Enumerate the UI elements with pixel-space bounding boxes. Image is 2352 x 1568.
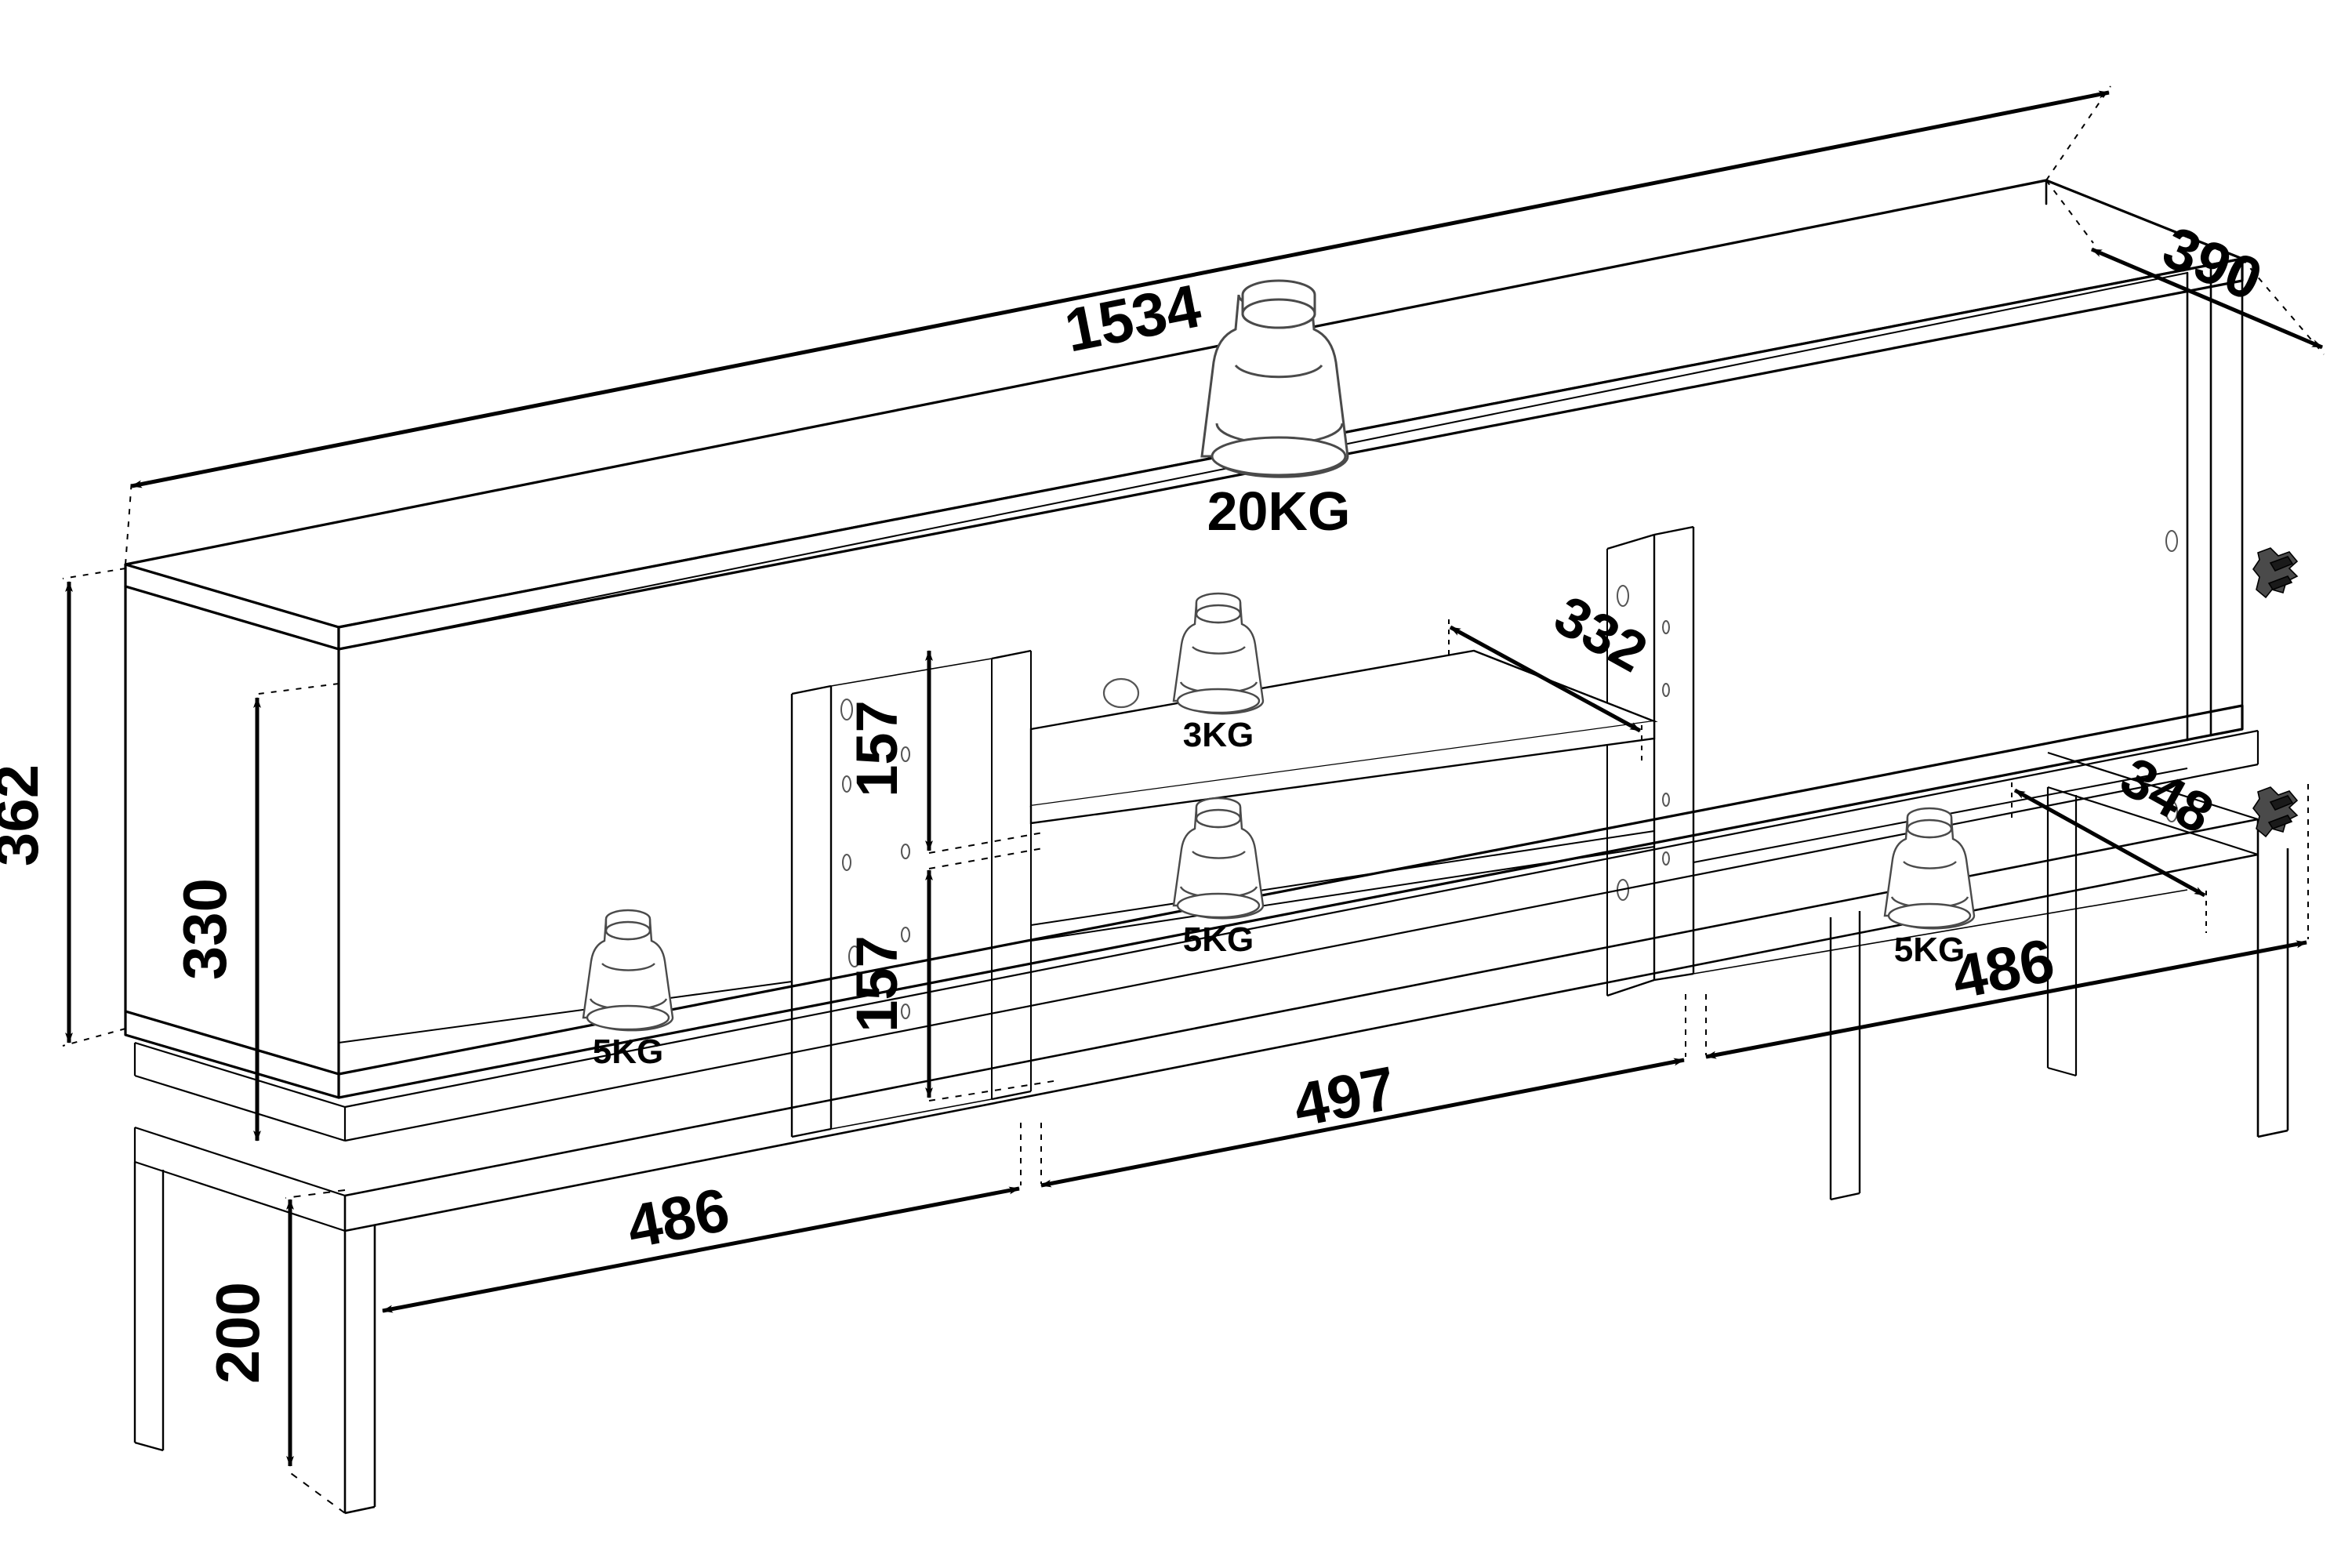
center-upper-shelf bbox=[1029, 649, 1658, 825]
frame-leg-rear-right bbox=[2046, 787, 2078, 1077]
dimension-label-390: 390 bbox=[2154, 214, 2271, 314]
center-lower-shelf bbox=[1030, 830, 1655, 942]
frame-leg-rear-left bbox=[133, 1162, 165, 1452]
dimension-label-330: 330 bbox=[170, 878, 239, 980]
weight-label-5kg-left: 5KG bbox=[593, 1033, 663, 1071]
dimension-362: 362 bbox=[0, 568, 126, 1047]
frame-leg-mid-front bbox=[1829, 911, 1861, 1201]
weight-label-20kg: 20KG bbox=[1207, 481, 1351, 542]
weight-5kg-left-icon: 5KG bbox=[582, 909, 674, 1071]
hinge-upper-icon bbox=[2252, 547, 2299, 599]
dimension-486-left: 486 bbox=[382, 1123, 1022, 1313]
divider-left bbox=[790, 649, 1032, 1138]
dimension-label-200: 200 bbox=[203, 1282, 272, 1384]
left-bay-bottom-surface bbox=[338, 981, 793, 1044]
dimension-label-348: 348 bbox=[2111, 746, 2223, 846]
dimension-label-362: 362 bbox=[0, 764, 51, 866]
dimension-label-497: 497 bbox=[1288, 1053, 1401, 1140]
dimension-157-upper: 157 bbox=[844, 650, 1044, 854]
divider-right bbox=[1606, 525, 1695, 997]
dimension-157-lower: 157 bbox=[844, 848, 1059, 1102]
shelf-pin-holes bbox=[840, 530, 2178, 1019]
interior-dividers bbox=[790, 525, 1695, 1138]
cabinet-left-side-panel bbox=[124, 585, 340, 1076]
frame-leg-front-left bbox=[343, 1225, 376, 1515]
dimension-497: 497 bbox=[1040, 994, 1686, 1188]
weight-label-5kg-center: 5KG bbox=[1183, 920, 1254, 959]
dimension-label-157-upper: 157 bbox=[844, 700, 909, 797]
dimension-330: 330 bbox=[170, 683, 339, 1142]
weight-5kg-center-icon: 5KG bbox=[1172, 797, 1265, 959]
dimension-200: 200 bbox=[203, 1189, 346, 1514]
dimension-label-332: 332 bbox=[1544, 584, 1657, 684]
weight-label-3kg: 3KG bbox=[1183, 716, 1254, 754]
dimension-label-157-lower: 157 bbox=[844, 935, 909, 1032]
cabinet-top-panel bbox=[124, 179, 2244, 651]
dimension-label-1534: 1534 bbox=[1059, 270, 1206, 365]
frame-leg-front-right bbox=[2256, 848, 2289, 1138]
weight-5kg-right-icon: 5KG bbox=[1883, 807, 1976, 969]
weight-label-5kg-right: 5KG bbox=[1894, 931, 1965, 969]
weight-3kg-icon: 3KG bbox=[1172, 592, 1265, 754]
weight-20kg-icon: 20KG bbox=[1200, 279, 1351, 542]
hinge-lower-icon bbox=[2252, 786, 2299, 838]
